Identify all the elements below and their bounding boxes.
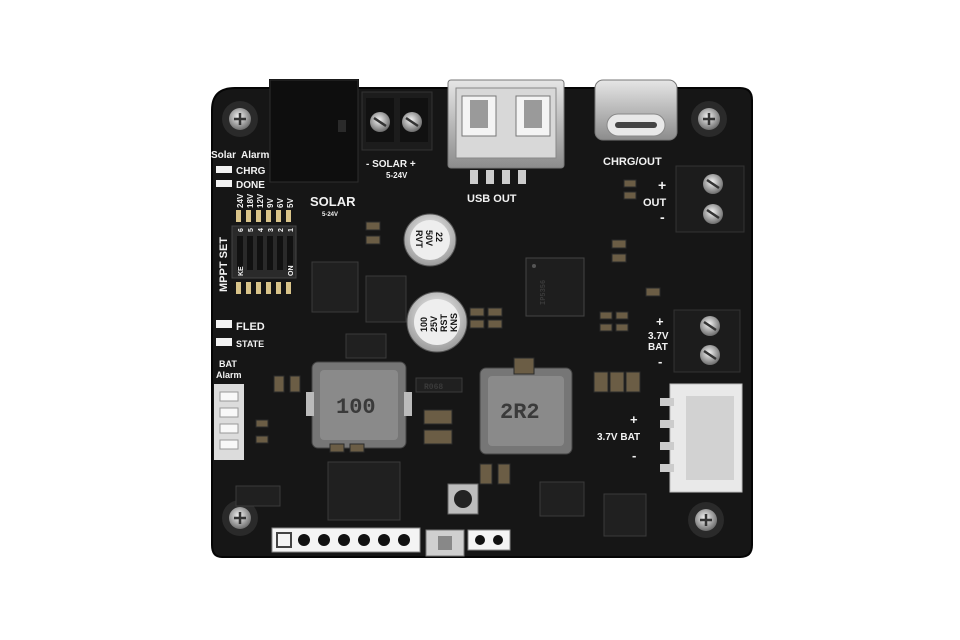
label-bat-alarm: Alarm — [216, 370, 242, 380]
usb-c-port — [594, 79, 678, 141]
label-bat37-plus: + — [656, 314, 664, 329]
dip-volt-24v: 24V — [236, 193, 245, 208]
capacitor-22uf-50v — [403, 213, 457, 267]
dip-label-on: ON — [288, 266, 295, 277]
label-bat: BAT — [219, 359, 237, 369]
mount-hole-top-left — [222, 101, 258, 137]
label-solar-range-small: 5-24V — [322, 212, 338, 218]
label-alarm-led: Alarm — [241, 150, 269, 161]
small-chip-marking: R068 — [424, 383, 443, 392]
battery-jst-connector — [660, 383, 743, 493]
capacitor-100uf-25v — [406, 291, 468, 353]
dip-label-ke: KE — [238, 266, 245, 276]
pin-header-bottom — [271, 527, 511, 553]
cap1-line3: RVT — [414, 230, 424, 248]
cap1-line1: 22 — [434, 232, 444, 242]
label-chrg-out: CHRG/OUT — [603, 156, 662, 168]
cap2-line1: 100 — [419, 317, 429, 332]
label-fled: FLED — [236, 321, 265, 333]
charger-ic-marking: IP5356 — [540, 280, 548, 305]
cap2-line2: 25V — [429, 316, 439, 332]
mppt-dip-switch — [231, 225, 297, 279]
dc-barrel-jack — [269, 79, 359, 183]
label-done: DONE — [236, 180, 265, 191]
label-bat37-a: 3.7V — [648, 331, 669, 342]
label-out: OUT — [643, 197, 667, 209]
label-bat37-minus: - — [658, 354, 662, 369]
slide-switch — [425, 529, 465, 557]
dip-volt-18v: 18V — [246, 193, 255, 208]
mount-hole-top-right — [691, 101, 727, 137]
chip-group — [235, 261, 647, 537]
mount-hole-bottom-left — [222, 500, 258, 536]
cap1-line2: 50V — [424, 230, 434, 246]
label-mppt-set: MPPT SET — [218, 237, 230, 292]
dip-num-4: 4 — [258, 228, 265, 232]
dip-num-6: 6 — [238, 228, 245, 232]
dip-pads — [236, 210, 291, 294]
usb-a-port — [447, 79, 565, 184]
label-jst-plus: + — [630, 412, 638, 427]
mount-hole-bottom-right — [688, 502, 724, 538]
out-screw-terminal — [675, 165, 745, 233]
label-jst-minus: - — [632, 448, 636, 463]
dip-volt-6v: 6V — [276, 198, 285, 208]
inductor-100 — [306, 361, 412, 449]
inductor-left-marking: 100 — [336, 395, 376, 420]
dip-volt-5v: 5V — [286, 198, 295, 208]
battery-level-leds — [214, 384, 244, 460]
label-solar-title: SOLAR — [310, 194, 356, 209]
label-solar-terminal-range: 5-24V — [386, 171, 408, 180]
label-solar-led: Solar — [211, 150, 236, 161]
cap2-line3: RST — [439, 313, 449, 332]
charger-ic — [525, 257, 585, 317]
dip-volt-9v: 9V — [266, 198, 275, 208]
cap2-markings: 100 25V RST KNS — [419, 313, 459, 332]
dip-num-5: 5 — [248, 228, 255, 232]
dip-num-1: 1 — [288, 228, 295, 232]
solar-screw-terminal — [361, 91, 433, 151]
label-state: STATE — [236, 339, 264, 349]
dip-num-2: 2 — [278, 228, 285, 232]
label-bat37-b: BAT — [648, 342, 668, 353]
inductor-2r2 — [479, 367, 573, 455]
smd-components — [255, 179, 661, 485]
dip-number-labels: 6 5 4 3 2 1 — [238, 228, 295, 232]
dip-num-3: 3 — [268, 228, 275, 232]
label-out-minus: - — [660, 209, 665, 225]
cap2-line4: KNS — [449, 313, 459, 332]
cap1-markings: 22 50V RVT — [414, 230, 444, 248]
inductor-right-marking: 2R2 — [500, 400, 540, 425]
status-leds — [216, 166, 232, 346]
label-out-plus: + — [658, 177, 666, 193]
label-bat37-jst: 3.7V BAT — [597, 432, 640, 443]
dip-volt-12v: 12V — [256, 193, 265, 208]
battery-screw-terminal — [673, 309, 741, 373]
push-button — [447, 483, 479, 515]
label-chrg: CHRG — [236, 166, 266, 177]
label-solar-terminal: - SOLAR + — [366, 159, 416, 170]
label-usb-out: USB OUT — [467, 193, 517, 205]
dip-voltage-labels: 24V 18V 12V 9V 6V 5V — [236, 193, 295, 208]
